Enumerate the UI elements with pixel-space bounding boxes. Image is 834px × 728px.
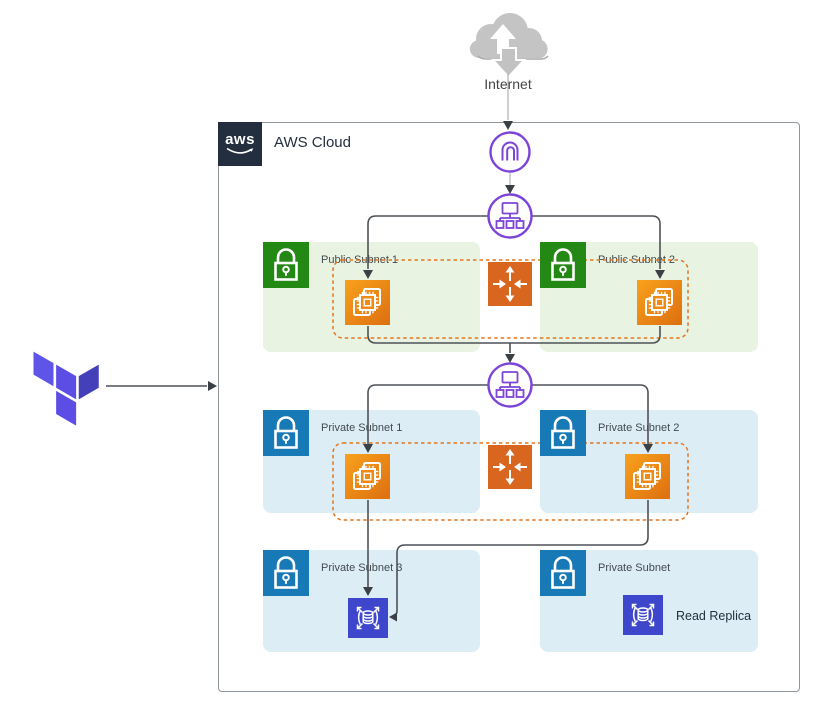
security-lock-icon <box>540 410 586 456</box>
load-balancer-icon <box>487 193 533 239</box>
ec2-instances-icon <box>345 280 390 325</box>
load-balancer-icon <box>487 362 533 408</box>
auto-scaling-icon <box>488 445 532 489</box>
security-lock-icon <box>263 242 309 288</box>
read-replica-label: Read Replica <box>676 609 752 623</box>
terraform-icon <box>31 349 101 428</box>
subnet-label: Private Subnet <box>598 562 671 574</box>
rds-database-icon <box>348 598 388 638</box>
ec2-instances-icon <box>625 454 670 499</box>
security-lock-icon <box>263 410 309 456</box>
internet-gateway-icon <box>489 131 531 173</box>
aws-cloud-title: AWS Cloud <box>274 134 351 151</box>
auto-scaling-group-private <box>332 442 689 521</box>
aws-smile-icon <box>226 147 254 154</box>
aws-logo-text: aws <box>225 130 255 148</box>
auto-scaling-icon <box>488 262 532 306</box>
subnet-label: Public Subnet 1 <box>321 254 399 266</box>
ec2-instances-icon <box>637 280 682 325</box>
security-lock-icon <box>263 550 309 596</box>
auto-scaling-group-public <box>332 259 689 339</box>
ec2-instances-icon <box>345 454 390 499</box>
security-lock-icon <box>540 550 586 596</box>
rds-database-icon <box>623 595 663 635</box>
subnet-label: Private Subnet 2 <box>598 422 680 434</box>
security-lock-icon <box>540 242 586 288</box>
aws-logo: aws <box>218 122 262 166</box>
internet-cloud-icon <box>458 6 558 78</box>
subnet-label: Private Subnet 1 <box>321 422 403 434</box>
subnet-label: Private Subnet 3 <box>321 562 403 574</box>
